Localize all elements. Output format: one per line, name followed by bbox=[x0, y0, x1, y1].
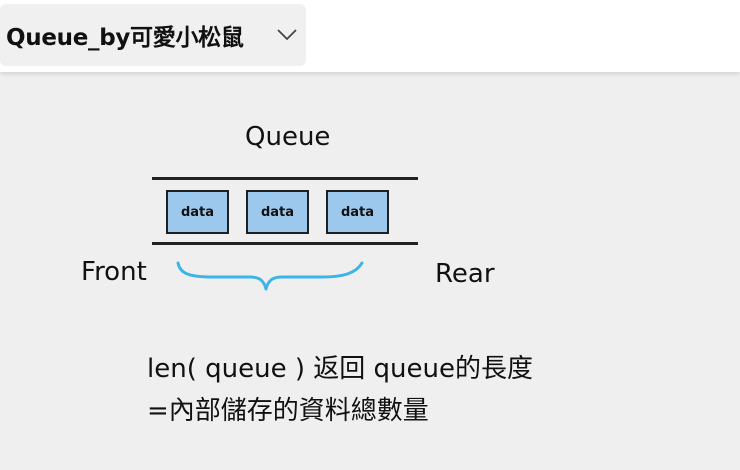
document-title: Queue_by可愛小松鼠 bbox=[6, 25, 244, 51]
rear-label: Rear bbox=[435, 259, 495, 289]
queue-cell: data bbox=[246, 190, 309, 234]
queue-top-boundary bbox=[152, 177, 418, 180]
chevron-down-icon bbox=[277, 29, 297, 41]
diagram-canvas: Queue data data data Front Rear len( que… bbox=[0, 76, 740, 470]
queue-bottom-boundary bbox=[152, 242, 418, 245]
curly-brace-annotation bbox=[176, 261, 364, 291]
note-line-2: =內部儲存的資料總數量 bbox=[147, 396, 429, 426]
front-label: Front bbox=[81, 257, 147, 287]
title-dropdown[interactable]: Queue_by可愛小松鼠 bbox=[0, 4, 306, 66]
queue-cell: data bbox=[166, 190, 229, 234]
queue-cell: data bbox=[326, 190, 389, 234]
queue-title: Queue bbox=[245, 122, 331, 152]
note-line-1: len( queue ) 返回 queue的長度 bbox=[147, 354, 533, 384]
top-bar: Queue_by可愛小松鼠 bbox=[0, 0, 740, 72]
